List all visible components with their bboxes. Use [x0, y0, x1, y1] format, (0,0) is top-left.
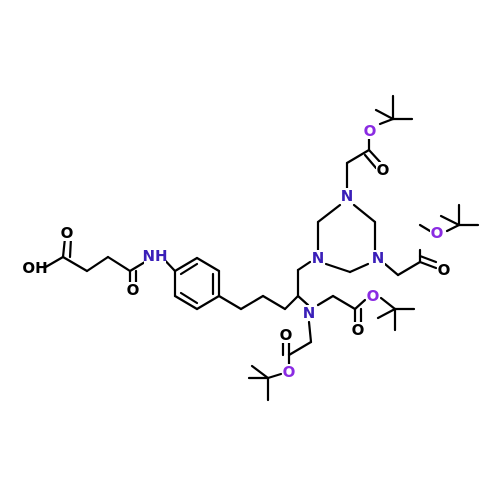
bond: [324, 262, 352, 274]
bond: [316, 203, 342, 224]
atom-label-o: O: [367, 287, 380, 305]
bond: [287, 340, 313, 357]
bond: [418, 260, 438, 270]
bond: [396, 260, 422, 277]
bond: [61, 255, 89, 273]
atom-label-o: O: [127, 281, 140, 299]
atom-label-o: O: [377, 161, 390, 179]
bond-lines: [42, 94, 480, 402]
atom-label-o: O: [438, 261, 451, 279]
bond: [353, 298, 367, 311]
bond: [195, 256, 221, 273]
atom-o-low-carbonyl: O: [279, 326, 293, 344]
bond: [378, 117, 395, 126]
atom-o-low-ester: O: [282, 363, 296, 381]
atom-o-top-carbonyl: O: [376, 161, 390, 179]
bond: [307, 320, 313, 344]
atom-o-top-ester: O: [363, 122, 377, 140]
atom-o-right-ester: O: [430, 224, 444, 242]
atom-label-n: N: [312, 249, 325, 267]
bond: [106, 255, 132, 273]
atom-o-amide: O: [126, 281, 140, 299]
bond: [367, 148, 382, 164]
atom-label-n: N: [341, 187, 354, 205]
atom-o-right-carbonyl: O: [437, 261, 451, 279]
bond: [179, 262, 199, 276]
bond: [179, 291, 199, 305]
bond: [418, 223, 432, 233]
bond: [383, 262, 400, 277]
bond: [283, 294, 300, 311]
bond: [195, 294, 221, 311]
atom-label-o: O: [280, 326, 293, 344]
atom-o-mid-carbonyl: O: [351, 321, 365, 339]
atom-n-ring-left: N: [311, 249, 325, 267]
atom-nh: NH: [142, 247, 167, 265]
bond: [345, 148, 371, 165]
bond: [348, 262, 370, 274]
bond: [316, 294, 335, 307]
atom-label-n: N: [303, 304, 316, 322]
atom-label-oh: OH: [22, 259, 47, 277]
atom-label-o: O: [283, 363, 296, 381]
atom-n-amine: N: [302, 304, 316, 322]
bond: [296, 294, 310, 307]
bond: [261, 294, 287, 311]
bond: [379, 296, 397, 311]
atom-o-mid-ester: O: [366, 287, 380, 305]
bond: [296, 260, 312, 272]
bond: [445, 223, 461, 233]
bond: [363, 153, 378, 170]
bond: [61, 236, 67, 259]
bond: [173, 256, 199, 273]
atom-n-ring-top: N: [340, 187, 354, 205]
bond: [374, 108, 395, 121]
bond: [42, 255, 65, 270]
bond: [352, 203, 377, 224]
bond: [85, 255, 110, 273]
bond: [128, 260, 147, 273]
atom-oh: OH: [22, 259, 47, 277]
atom-label-o: O: [352, 321, 365, 339]
atom-o-acid-carbonyl: O: [60, 224, 74, 242]
atom-label-o: O: [61, 224, 74, 242]
bond: [418, 254, 438, 264]
bond: [250, 364, 270, 380]
atom-label-nh: NH: [142, 247, 167, 265]
bond: [331, 294, 357, 311]
atom-label-n: N: [372, 249, 385, 267]
atom-n-ring-right: N: [371, 249, 385, 267]
bond: [376, 307, 397, 320]
atom-labels: OH O NH O N N N N: [22, 122, 451, 381]
atom-label-o: O: [431, 224, 444, 242]
bond: [173, 294, 199, 311]
atom-label-o: O: [364, 122, 377, 140]
bond: [217, 294, 243, 311]
bond: [266, 372, 283, 380]
bond: [68, 236, 73, 259]
bond: [239, 294, 265, 311]
bond: [439, 214, 461, 227]
